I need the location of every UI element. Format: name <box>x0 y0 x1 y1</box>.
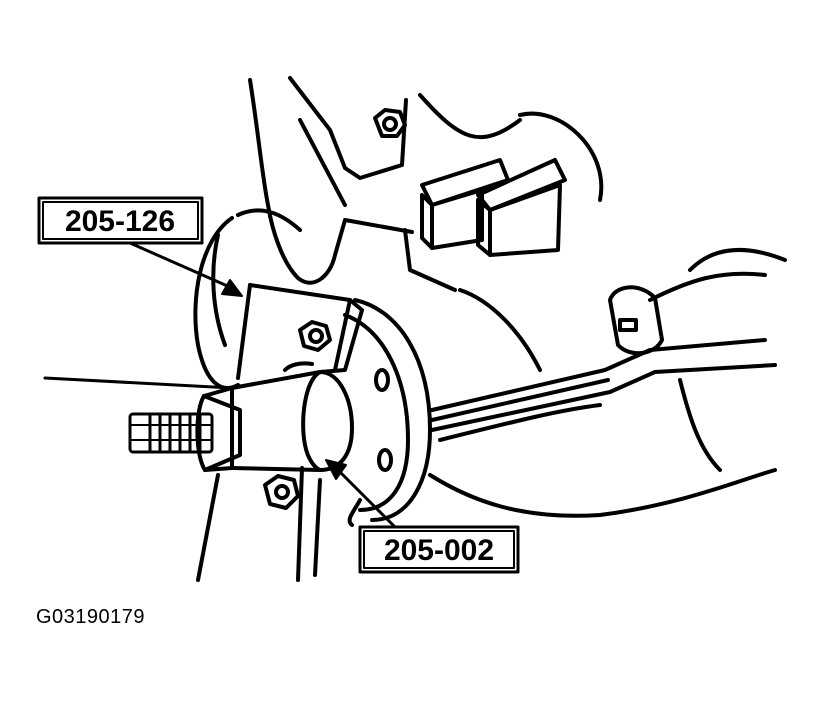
callout-label-205-126: 205-126 <box>65 205 175 238</box>
tool-205-002 <box>195 361 354 472</box>
tie-rod-end <box>608 271 767 356</box>
lower-bolt <box>263 474 300 510</box>
brake-pads <box>420 158 567 257</box>
upper-bracket <box>248 76 604 292</box>
tool-205-126 <box>236 283 364 380</box>
forcing-screw <box>128 412 214 454</box>
callout-205-002 <box>325 459 520 574</box>
axle-centerline <box>43 376 234 390</box>
support-arms <box>196 466 322 582</box>
upper-bolt <box>373 108 407 138</box>
callout-205-126 <box>37 196 243 297</box>
knuckle-lower <box>428 248 787 518</box>
callout-label-205-002: 205-002 <box>384 534 494 567</box>
tie-rod <box>430 338 777 442</box>
figure-id: G03190179 <box>36 606 146 628</box>
hub-disc <box>343 298 432 527</box>
